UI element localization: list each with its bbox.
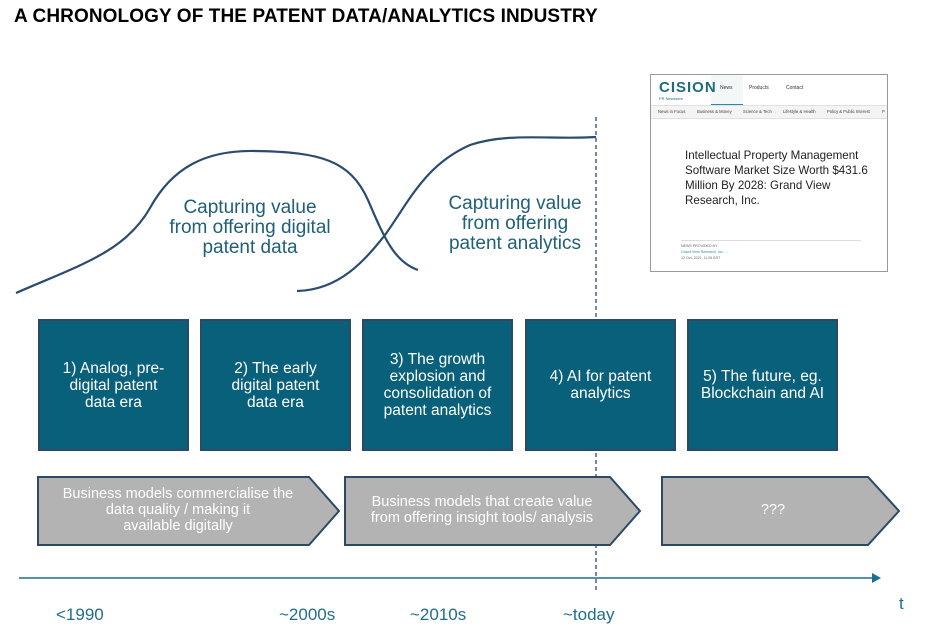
timeline-tick-1990: <1990 <box>56 605 104 624</box>
timeline-tick-2000s: ~2000s <box>279 605 336 624</box>
curve-label-analytics: Capturing value from offering patent ana… <box>430 194 600 254</box>
subnav-item[interactable]: Lifestyle & Health <box>783 109 816 114</box>
era-box-ai: 4) AI for patent analytics <box>525 319 676 451</box>
era-label-line: digital patent <box>231 376 320 394</box>
subnav-item[interactable]: Policy & Public Interest <box>827 109 870 114</box>
curve-label-line: patent data <box>202 237 298 258</box>
arrow-label-line: data quality / making it <box>105 502 251 518</box>
arrow-shape-2 <box>344 476 642 546</box>
timeline-arrowhead <box>872 573 881 583</box>
curve-label-line: Capturing value <box>448 193 582 214</box>
curve-label-line: from offering <box>461 213 569 234</box>
arrow-label-line: from offering insight tools/ analysis <box>370 510 594 526</box>
curve-digital-patent-data <box>15 149 419 295</box>
page-title: A CHRONOLOGY OF THE PATENT DATA/ANALYTIC… <box>14 6 598 27</box>
arrow-label-line: Business models that create value <box>371 494 593 510</box>
timeline-axis-label: t <box>899 594 904 613</box>
era-label-line: 1) Analog, pre- <box>62 359 165 377</box>
nav-products[interactable]: Products <box>749 85 769 91</box>
subnav-item[interactable]: Business & Money <box>697 109 732 114</box>
curve-label-digital-data: Capturing value from offering digital pa… <box>155 198 345 258</box>
card-divider <box>681 240 861 241</box>
subnav-item[interactable]: News in Focus <box>658 109 686 114</box>
curve-patent-analytics <box>296 135 597 293</box>
cision-logo: CISION <box>659 79 717 96</box>
era-label-line: digital patent <box>69 376 158 394</box>
era-label-line: explosion and <box>389 368 486 385</box>
arrow-label-line: available digitally <box>123 518 233 534</box>
nav-contact[interactable]: Contact <box>786 85 804 91</box>
curve-label-line: from offering digital <box>169 217 331 238</box>
nav-news[interactable]: News <box>720 85 733 91</box>
era-label-line: 3) The growth <box>389 351 486 368</box>
subnav-item[interactable]: Science & Tech <box>743 109 772 114</box>
provided-by-label: NEWS PROVIDED BY <box>681 244 718 248</box>
era-box-analog: 1) Analog, pre- digital patent data era <box>38 319 189 451</box>
arrow-label-line: ??? <box>760 502 786 518</box>
era-label-line: data era <box>247 393 304 411</box>
subnav-item[interactable]: P <box>882 109 885 114</box>
cision-logo-sub: PR Newswire <box>659 96 684 101</box>
press-date: 12 Oct, 2021, 11:05 BST <box>681 256 721 260</box>
era-box-growth-explosion: 3) The growth explosion and consolidatio… <box>362 319 513 451</box>
curve-label-line: patent analytics <box>448 233 582 254</box>
era-label-line: patent analytics <box>383 402 492 419</box>
press-headline[interactable]: Intellectual Property Management Softwar… <box>685 149 868 207</box>
timeline-tick-today: ~today <box>563 605 615 624</box>
era-label-line: Blockchain and AI <box>700 385 825 402</box>
era-box-early-digital: 2) The early digital patent data era <box>200 319 351 451</box>
era-label-line: data era <box>85 393 142 411</box>
arrow-label-unknown: ??? <box>668 502 878 518</box>
press-release-card: CISION PR Newswire News Products Contact… <box>650 74 888 272</box>
arrow-label-commercialise: Business models commercialise the data q… <box>44 486 312 534</box>
era-label-line: 5) The future, eg. <box>703 368 822 385</box>
era-label-line: consolidation of <box>383 385 492 402</box>
provider-link[interactable]: Grand View Research, Inc. → <box>681 250 729 254</box>
arrow-label-insight-tools: Business models that create value from o… <box>352 494 612 526</box>
arrow-shape-1 <box>37 476 341 546</box>
subnav-bar: News in Focus Business & Money Science &… <box>651 105 887 119</box>
era-label-line: analytics <box>570 385 631 402</box>
curve-label-line: Capturing value <box>183 197 317 218</box>
timeline-tick-2010s: ~2010s <box>410 605 467 624</box>
arrow-shape-3 <box>661 476 901 546</box>
arrow-label-line: Business models commercialise the <box>62 486 294 502</box>
era-label-line: 2) The early <box>234 359 317 377</box>
era-label-line: 4) AI for patent <box>549 368 652 385</box>
era-box-future: 5) The future, eg. Blockchain and AI <box>687 319 838 451</box>
